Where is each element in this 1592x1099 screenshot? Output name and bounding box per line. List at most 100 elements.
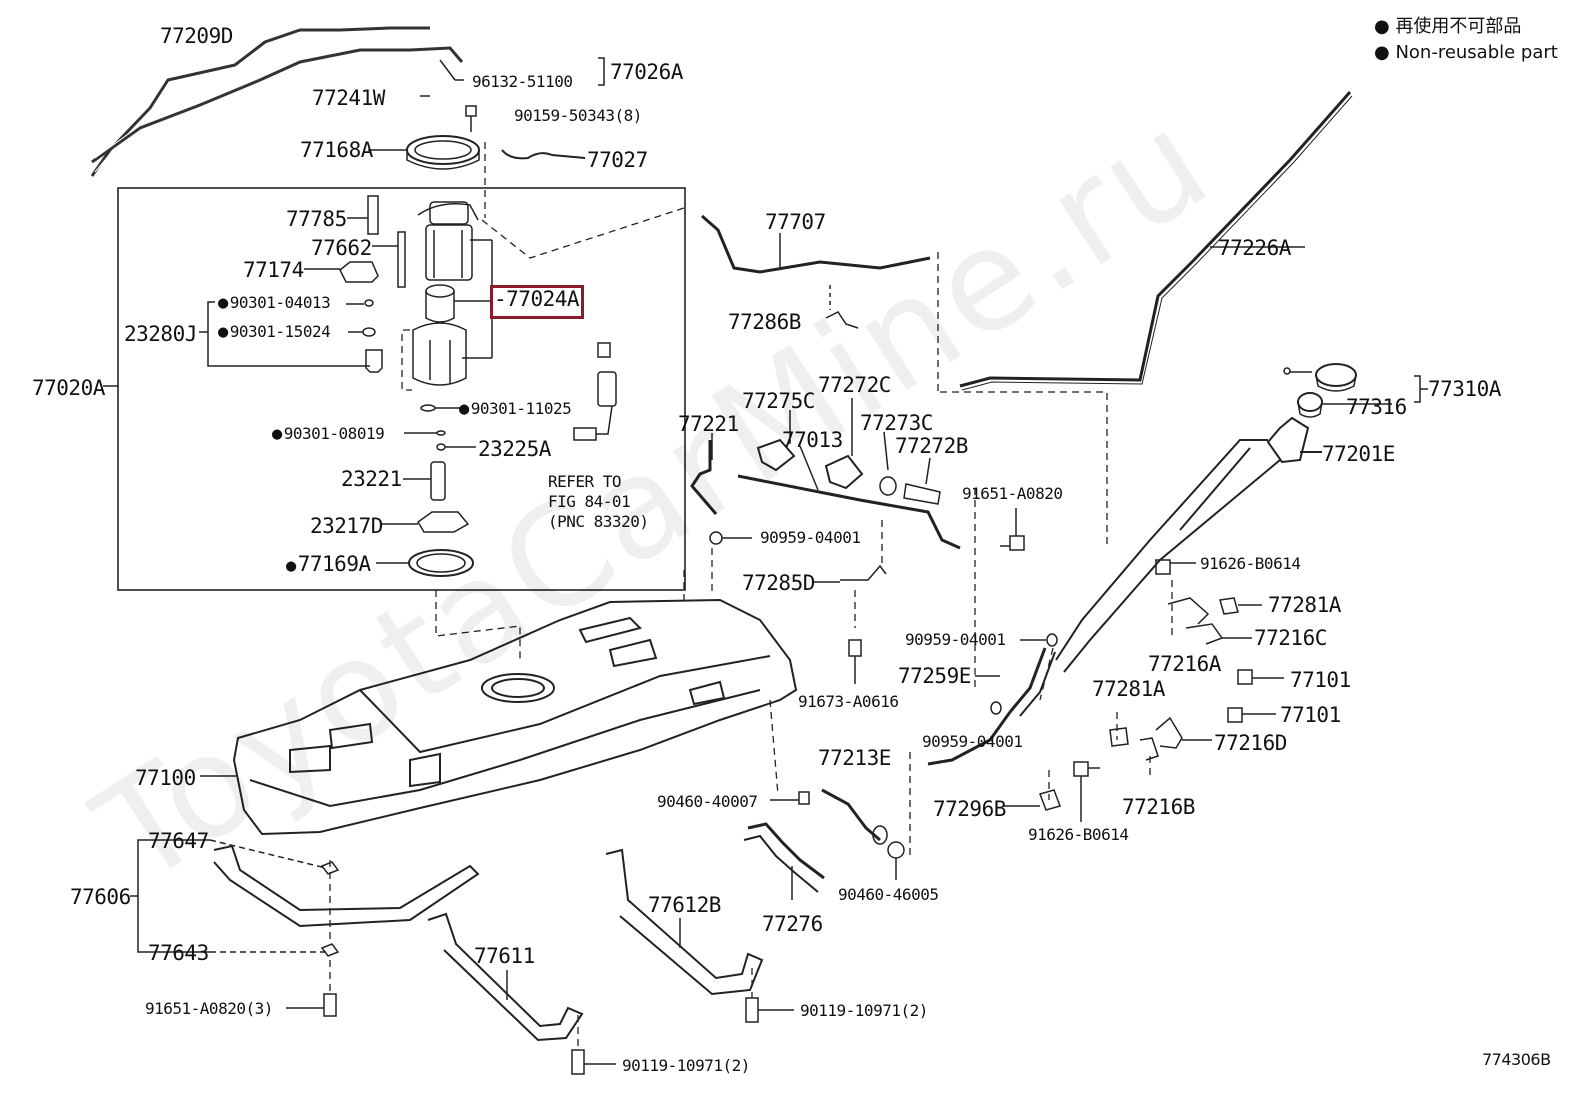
part-label-77606[interactable]: 77606 bbox=[70, 885, 131, 909]
hose-77259e bbox=[1008, 647, 1047, 713]
part-label-77169a[interactable]: 77169A bbox=[286, 552, 371, 576]
part-label-77296b[interactable]: 77296B bbox=[933, 797, 1006, 821]
part-label-77213e[interactable]: 77213E bbox=[818, 746, 891, 770]
rod-77662 bbox=[397, 231, 406, 288]
hose-77276 bbox=[747, 822, 825, 880]
part-label-77209d[interactable]: 77209D bbox=[160, 24, 233, 48]
part-label-23217d[interactable]: 23217D bbox=[310, 514, 383, 538]
part-number-77169a: 77169A bbox=[297, 552, 371, 576]
non-reusable-dot-icon: ● bbox=[1374, 16, 1396, 37]
part-label-77272c[interactable]: 77272C bbox=[818, 373, 891, 397]
legend-line-jp: ● 再使用不可部品 bbox=[1374, 12, 1558, 38]
part-label-91626-b0614-b[interactable]: 91626-B0614 bbox=[1028, 825, 1129, 844]
o-ring-90301-08019 bbox=[436, 430, 446, 436]
non-reusable-dot-icon: ● bbox=[1374, 42, 1396, 63]
part-label-77276[interactable]: 77276 bbox=[762, 912, 823, 936]
bracket-77174 bbox=[339, 261, 379, 283]
bracket-77216b bbox=[1139, 737, 1159, 761]
part-label-90460-46005[interactable]: 90460-46005 bbox=[838, 885, 939, 904]
part-label-90301-08019[interactable]: 90301-08019 bbox=[272, 424, 385, 444]
part-label-77020a[interactable]: 77020A bbox=[32, 376, 105, 400]
nut-77647 bbox=[320, 861, 340, 875]
part-label-77241w[interactable]: 77241W bbox=[312, 86, 385, 110]
part-label-77226a[interactable]: 77226A bbox=[1218, 236, 1291, 260]
part-label-77272b[interactable]: 77272B bbox=[895, 434, 968, 458]
part-label-77273c[interactable]: 77273C bbox=[860, 411, 933, 435]
part-label-90460-40007[interactable]: 90460-40007 bbox=[657, 792, 758, 811]
part-label-77647[interactable]: 77647 bbox=[148, 829, 209, 853]
part-label-77286b[interactable]: 77286B bbox=[728, 310, 801, 334]
o-ring-90301-04013 bbox=[364, 299, 374, 307]
fuel-pump-assembly-frame bbox=[117, 187, 686, 591]
filler-neck-77201e bbox=[1055, 416, 1322, 673]
grommet-77275c bbox=[756, 438, 796, 472]
o-ring-90301-11025 bbox=[420, 404, 436, 412]
part-label-90959-04001-a[interactable]: 90959-04001 bbox=[760, 528, 861, 547]
pump-housing bbox=[412, 322, 467, 386]
part-label-77221[interactable]: 77221 bbox=[678, 412, 739, 436]
connector-77785 bbox=[367, 195, 379, 235]
part-label-77168a[interactable]: 77168A bbox=[300, 138, 373, 162]
part-label-77100[interactable]: 77100 bbox=[135, 766, 196, 790]
part-label-90119-10971-a[interactable]: 90119-10971(2) bbox=[622, 1056, 750, 1075]
part-label-90301-15024[interactable]: 90301-15024 bbox=[218, 322, 331, 342]
part-label-90159-50343[interactable]: 90159-50343(8) bbox=[514, 106, 642, 125]
part-label-77216c[interactable]: 77216C bbox=[1254, 626, 1327, 650]
part-label-77024a[interactable]: -77024A bbox=[494, 287, 580, 311]
part-label-90301-04013[interactable]: 90301-04013 bbox=[218, 293, 331, 313]
part-label-23225a[interactable]: 23225A bbox=[478, 437, 551, 461]
part-number-90301-15024: 90301-15024 bbox=[229, 322, 331, 341]
part-label-77216d[interactable]: 77216D bbox=[1214, 731, 1287, 755]
part-label-90119-10971-b[interactable]: 90119-10971(2) bbox=[800, 1001, 928, 1020]
part-label-77643[interactable]: 77643 bbox=[148, 941, 209, 965]
part-label-90301-11025[interactable]: 90301-11025 bbox=[459, 399, 572, 419]
legend: ● 再使用不可部品 ● Non-reusable part bbox=[1374, 12, 1558, 63]
part-label-77281a-b[interactable]: 77281A bbox=[1092, 677, 1165, 701]
part-label-77027[interactable]: 77027 bbox=[587, 148, 648, 172]
part-label-91651-a0820[interactable]: 91651-A0820 bbox=[962, 484, 1063, 503]
part-label-77201e[interactable]: 77201E bbox=[1322, 442, 1395, 466]
clamp-77296b bbox=[1039, 789, 1061, 811]
part-label-77310a[interactable]: 77310A bbox=[1428, 377, 1501, 401]
part-label-90959-04001-b[interactable]: 90959-04001 bbox=[905, 630, 1006, 649]
legend-line-en: ● Non-reusable part bbox=[1374, 42, 1558, 63]
part-label-77285d[interactable]: 77285D bbox=[742, 571, 815, 595]
fuel-cap-77310a bbox=[1283, 363, 1357, 392]
bracket-23280j bbox=[207, 301, 370, 367]
part-label-77707[interactable]: 77707 bbox=[765, 210, 826, 234]
part-label-91626-b0614-a[interactable]: 91626-B0614 bbox=[1200, 554, 1301, 573]
sender-gauge bbox=[573, 342, 617, 441]
refer-note[interactable]: REFER TO FIG 84-01 (PNC 83320) bbox=[548, 472, 649, 532]
part-label-77101-a[interactable]: 77101 bbox=[1290, 668, 1351, 692]
part-label-77259e[interactable]: 77259E bbox=[898, 664, 971, 688]
part-label-77611[interactable]: 77611 bbox=[474, 944, 535, 968]
part-label-77026a[interactable]: 77026A bbox=[610, 60, 683, 84]
part-label-91673-a0616[interactable]: 91673-A0616 bbox=[798, 692, 899, 711]
tube-77272b bbox=[903, 457, 941, 505]
part-label-77174[interactable]: 77174 bbox=[243, 258, 304, 282]
part-label-77612b[interactable]: 77612B bbox=[648, 893, 721, 917]
part-label-96132-51100[interactable]: 96132-51100 bbox=[472, 72, 573, 91]
gasket-77169a bbox=[408, 549, 474, 577]
part-label-77316[interactable]: 77316 bbox=[1346, 395, 1407, 419]
filter-77024a bbox=[425, 284, 490, 323]
part-label-91651-a0820-3[interactable]: 91651-A0820(3) bbox=[145, 999, 273, 1018]
part-label-77101-b[interactable]: 77101 bbox=[1280, 703, 1341, 727]
figure-code: 774306B bbox=[1482, 1050, 1551, 1069]
part-label-77662[interactable]: 77662 bbox=[311, 236, 372, 260]
strap-77612b bbox=[605, 848, 764, 996]
part-label-23221[interactable]: 23221 bbox=[341, 467, 402, 491]
part-label-77785[interactable]: 77785 bbox=[286, 207, 347, 231]
refer-note-line-2: FIG 84-01 bbox=[548, 492, 631, 511]
part-label-77216a[interactable]: 77216A bbox=[1148, 652, 1221, 676]
part-label-77281a-a[interactable]: 77281A bbox=[1268, 593, 1341, 617]
part-label-77013[interactable]: 77013 bbox=[782, 428, 843, 452]
grommet-77272c bbox=[824, 454, 864, 490]
clip-90460-46005 bbox=[887, 841, 905, 859]
clamp-77273c bbox=[879, 476, 897, 496]
bracket-77026a bbox=[598, 57, 605, 86]
part-label-90959-04001-c[interactable]: 90959-04001 bbox=[922, 732, 1023, 751]
part-label-23280j[interactable]: 23280J bbox=[124, 322, 197, 346]
part-label-77216b[interactable]: 77216B bbox=[1122, 795, 1195, 819]
part-label-77275c[interactable]: 77275C bbox=[742, 389, 815, 413]
